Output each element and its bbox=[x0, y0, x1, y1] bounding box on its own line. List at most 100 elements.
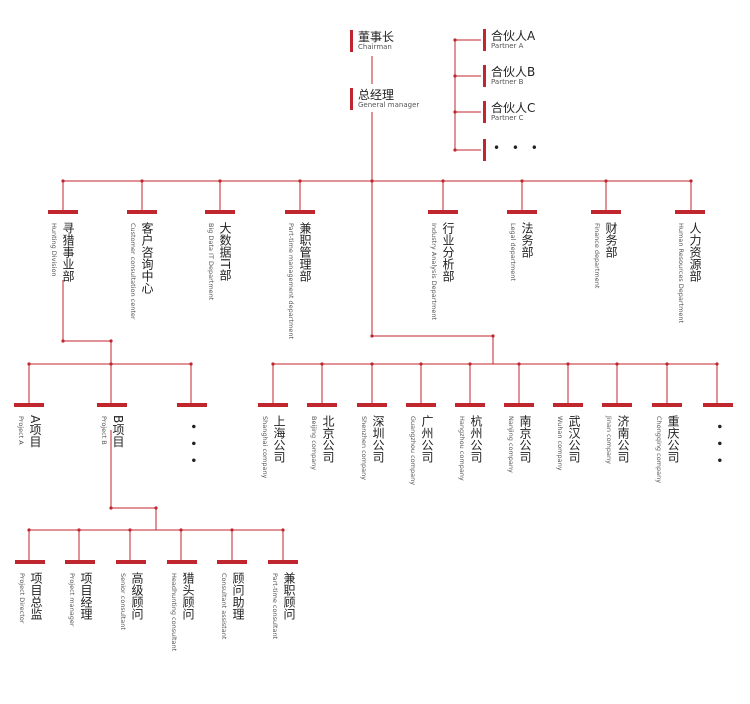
node-label-zh: 总经理 bbox=[358, 88, 395, 102]
node-label-en: Chongqing company bbox=[655, 416, 663, 484]
node-label-en: Hunting Division bbox=[50, 223, 58, 277]
node-label-zh: 寻猎事业部 bbox=[61, 222, 75, 282]
node-label-en: Partner A bbox=[491, 42, 524, 50]
node-marker bbox=[65, 560, 95, 564]
more-dots: • • • bbox=[493, 141, 542, 155]
node-label-en: Shenzhen company bbox=[360, 416, 368, 481]
more-dots: • • • bbox=[712, 423, 726, 467]
node-label-zh: 武汉公司 bbox=[567, 415, 581, 463]
junction-dot bbox=[370, 334, 374, 338]
node-label-en: Project Director bbox=[18, 573, 26, 624]
node-marker bbox=[483, 139, 486, 161]
node-label-en: General manager bbox=[358, 101, 420, 109]
node-marker bbox=[350, 30, 353, 52]
node-label-zh: 行业分析部 bbox=[441, 222, 455, 282]
node-label-en: Customer consultation center bbox=[129, 223, 137, 320]
node-label-zh: 深圳公司 bbox=[371, 415, 385, 463]
node-label-en: Industry Analysis Department bbox=[430, 223, 438, 320]
node-marker bbox=[167, 560, 197, 564]
node-label-zh: B项目 bbox=[111, 415, 125, 448]
node-marker bbox=[483, 101, 486, 123]
node-label-zh: 项目总监 bbox=[29, 572, 43, 620]
node-label-en: Hangzhou company bbox=[458, 416, 466, 481]
node-label-zh: 合伙人A bbox=[491, 29, 536, 43]
node-marker bbox=[553, 403, 583, 407]
node-marker bbox=[268, 560, 298, 564]
node-label-en: Project A bbox=[17, 416, 25, 445]
node-label-zh: 法务部 bbox=[520, 222, 534, 258]
node-marker bbox=[357, 403, 387, 407]
node-label-zh: 兼职顾问 bbox=[282, 572, 296, 620]
junction-dot bbox=[453, 148, 457, 152]
node-marker bbox=[602, 403, 632, 407]
node-label-zh: 重庆公司 bbox=[666, 415, 680, 463]
node-label-en: Part-time management department bbox=[287, 223, 295, 339]
node-marker bbox=[177, 403, 207, 407]
junction-dot bbox=[453, 110, 457, 114]
node-label-en: Partner C bbox=[491, 114, 524, 122]
node-marker bbox=[455, 403, 485, 407]
node-label-en: Human Resources Department bbox=[677, 223, 685, 324]
junction-dot bbox=[453, 38, 457, 42]
junction-dot bbox=[370, 179, 374, 183]
node-label-en: Shanghai company bbox=[261, 416, 269, 479]
node-label-zh: 兼职管理部 bbox=[298, 222, 312, 282]
node-label-zh: 广州公司 bbox=[420, 415, 434, 463]
node-label-zh: 上海公司 bbox=[272, 415, 286, 463]
node-label-zh: 顾问助理 bbox=[231, 572, 245, 620]
node-label-en: Nanjing company bbox=[507, 416, 515, 473]
node-marker bbox=[406, 403, 436, 407]
node-label-en: Wuhan company bbox=[556, 416, 564, 471]
node-marker bbox=[205, 210, 235, 214]
node-label-zh: 济南公司 bbox=[616, 415, 630, 463]
junction-dot bbox=[109, 339, 113, 343]
node-label-zh: 杭州公司 bbox=[469, 415, 483, 463]
node-marker bbox=[14, 403, 44, 407]
node-label-zh: 猎头顾问 bbox=[181, 572, 195, 620]
node-label-en: Finance department bbox=[593, 223, 601, 289]
node-label-zh: 人力资源部 bbox=[688, 222, 702, 282]
node-label-zh: 北京公司 bbox=[321, 415, 335, 463]
node-label-en: Guangzhou company bbox=[409, 416, 417, 486]
node-marker bbox=[591, 210, 621, 214]
node-label-zh: 大数据IT部 bbox=[218, 222, 232, 281]
node-marker bbox=[507, 210, 537, 214]
node-marker bbox=[307, 403, 337, 407]
node-label-en: Headhunting consultant bbox=[170, 573, 178, 652]
node-marker bbox=[428, 210, 458, 214]
node-marker bbox=[116, 560, 146, 564]
node-label-en: Project manager bbox=[68, 573, 76, 627]
node-label-zh: 合伙人C bbox=[491, 101, 536, 115]
junction-dot bbox=[109, 506, 113, 510]
node-label-zh: 董事长 bbox=[358, 30, 395, 44]
node-label-en: Partner B bbox=[491, 78, 524, 86]
node-marker bbox=[350, 88, 353, 110]
node-marker bbox=[652, 403, 682, 407]
node-marker bbox=[217, 560, 247, 564]
junction-dot bbox=[453, 74, 457, 78]
node-label-en: Legal department bbox=[509, 223, 517, 281]
node-label-en: Big Data IT Department bbox=[207, 223, 215, 301]
node-marker bbox=[675, 210, 705, 214]
node-label-zh: 合伙人B bbox=[491, 65, 536, 79]
node-marker bbox=[703, 403, 733, 407]
node-marker bbox=[258, 403, 288, 407]
more-dots: • • • bbox=[186, 423, 200, 467]
node-label-en: Consultant assistant bbox=[220, 573, 228, 640]
node-label-en: Beijing company bbox=[310, 416, 318, 471]
node-marker bbox=[504, 403, 534, 407]
node-label-zh: 项目经理 bbox=[79, 572, 93, 620]
node-marker bbox=[97, 403, 127, 407]
node-label-en: Project B bbox=[100, 416, 108, 445]
junction-dot bbox=[154, 506, 158, 510]
node-label-zh: 财务部 bbox=[604, 222, 618, 258]
node-label-zh: A项目 bbox=[28, 415, 42, 448]
node-marker bbox=[483, 29, 486, 51]
node-label-en: Jinan company bbox=[605, 416, 613, 464]
node-marker bbox=[285, 210, 315, 214]
node-label-en: Senior consultant bbox=[119, 573, 127, 630]
junction-dot bbox=[491, 334, 495, 338]
node-label-zh: 客户咨询中心 bbox=[140, 222, 154, 294]
node-marker bbox=[15, 560, 45, 564]
node-label-zh: 南京公司 bbox=[518, 415, 532, 463]
